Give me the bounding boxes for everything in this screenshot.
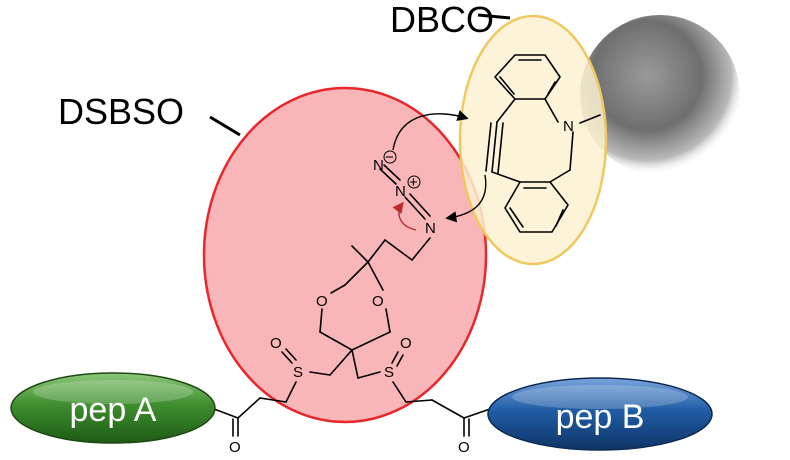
pep-b-label: pep B <box>556 398 645 436</box>
minus-charge: − <box>385 149 394 166</box>
dbco-label: DBCO <box>390 0 494 40</box>
dsbso-label: DSBSO <box>58 91 184 132</box>
pep-a: pep A <box>10 372 216 444</box>
dsbso-structure: O O S O S O O O <box>213 237 491 456</box>
azide-n-minus: N <box>373 157 384 174</box>
ring-o-left: O <box>316 293 328 310</box>
pep-a-label: pep A <box>70 391 157 429</box>
s-left: S <box>293 364 303 381</box>
carbonyl-o-left: O <box>229 439 241 456</box>
pep-b: pep B <box>487 377 713 451</box>
azide-group: N − N + N <box>373 110 487 237</box>
azide-n-chain: N <box>425 220 436 237</box>
bead-sphere <box>580 15 740 175</box>
sulfoxide-o-left: O <box>270 335 282 352</box>
carbonyl-o-right: O <box>458 439 470 456</box>
dsbso-ellipse <box>202 86 488 424</box>
dbco-structure: N <box>485 54 601 233</box>
s-right: S <box>384 364 394 381</box>
dbco-n-atom: N <box>563 118 574 135</box>
dbco-leader-line <box>477 13 511 20</box>
dbco-ellipse <box>458 14 608 266</box>
plus-charge: + <box>409 174 418 191</box>
azide-n-plus: N <box>395 183 406 200</box>
ring-o-right: O <box>372 293 384 310</box>
dsbso-leader-line <box>209 115 241 137</box>
sulfoxide-o-right: O <box>400 335 412 352</box>
